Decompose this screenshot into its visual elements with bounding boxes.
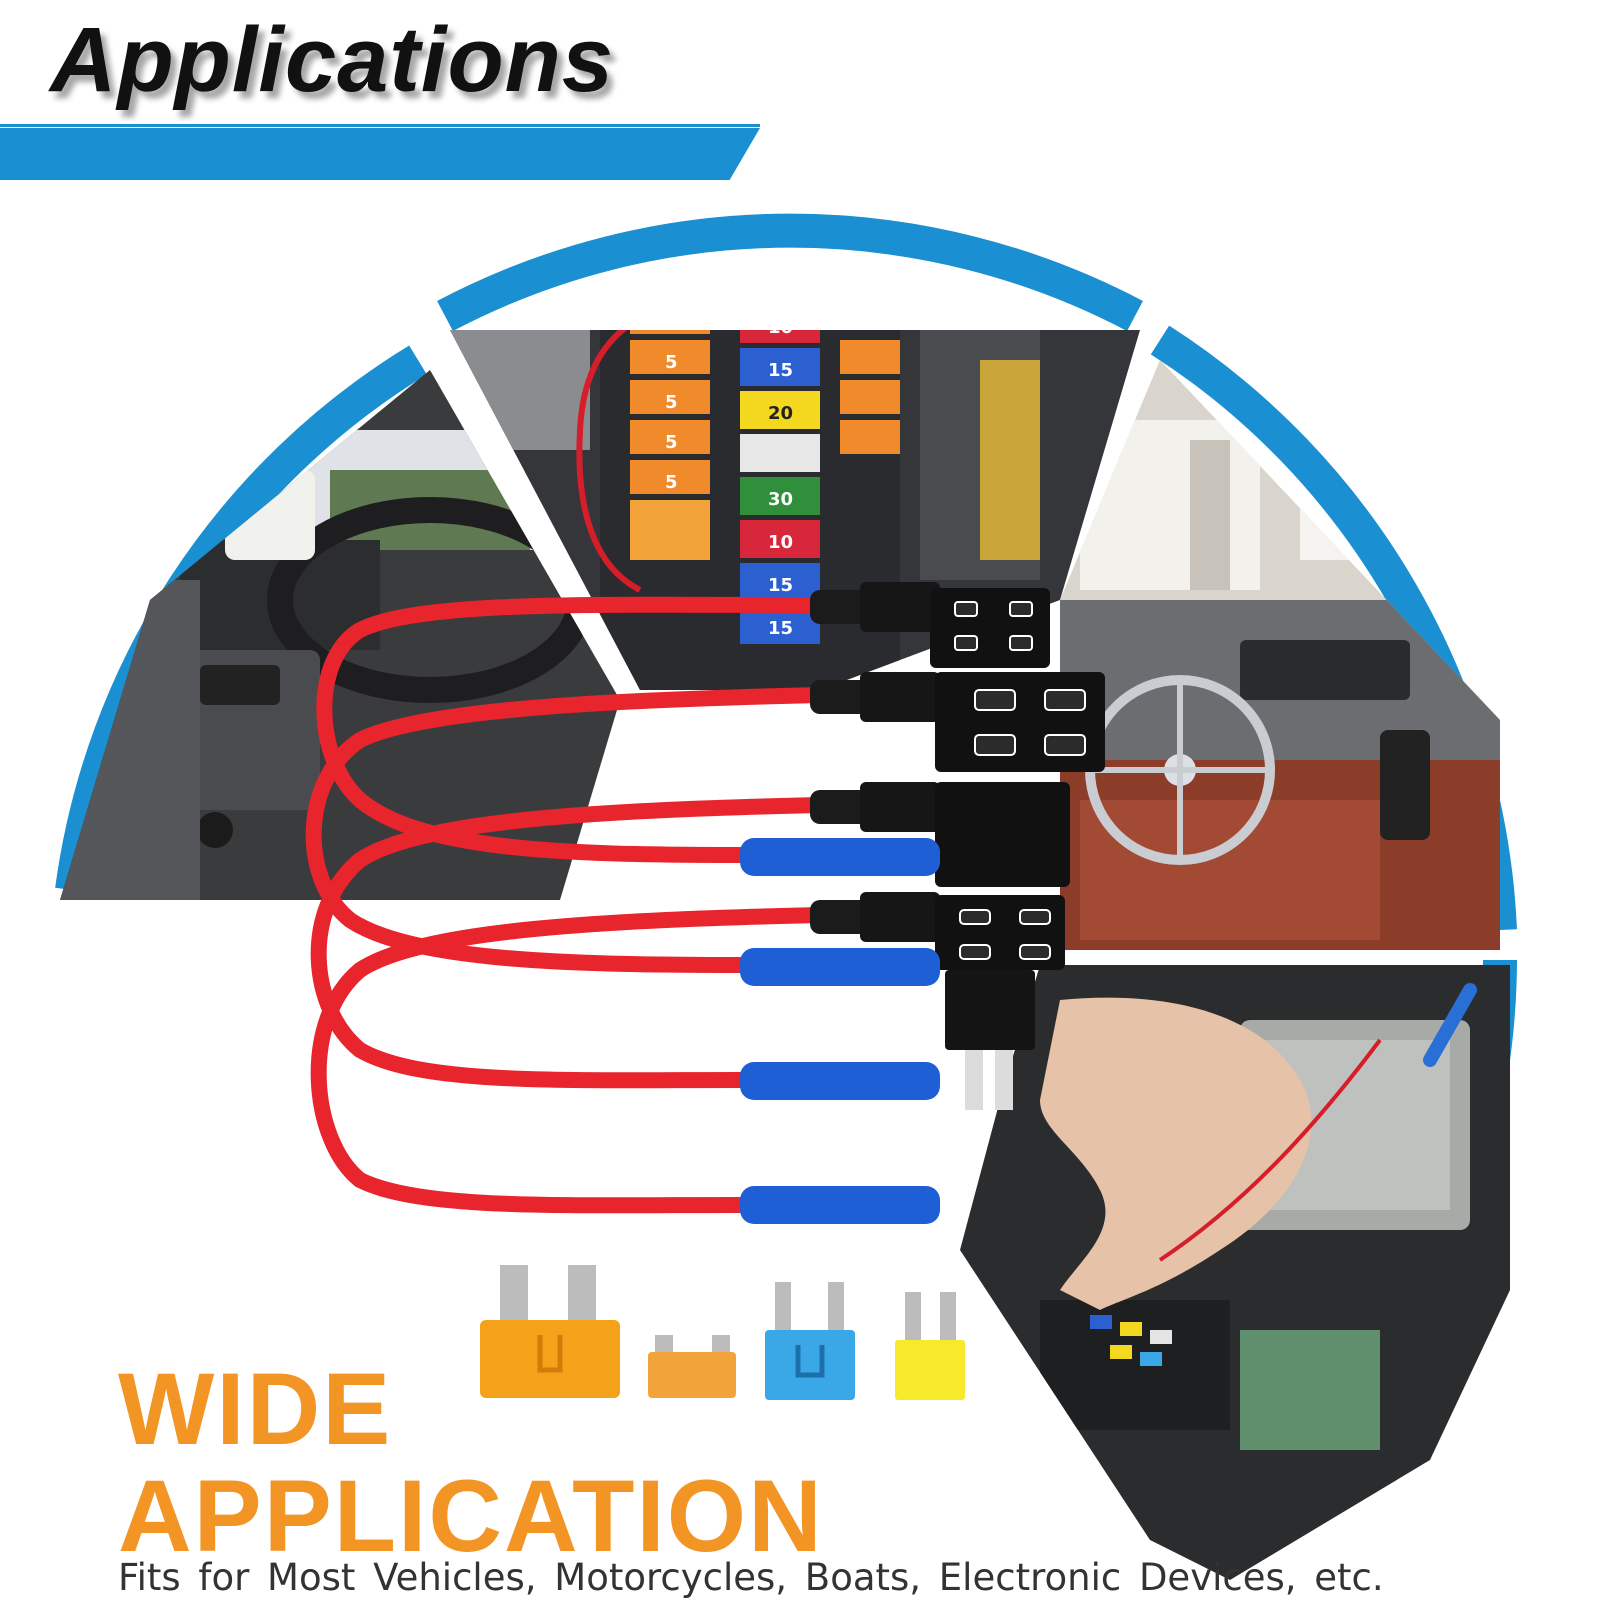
red-wire [310, 797, 828, 1089]
fuse-grid-middle [740, 330, 820, 644]
fuse-label: 5 [665, 312, 678, 333]
fuse-label: 15 [768, 360, 793, 381]
applications-caption: Fits for Most Vehicles, Motorcycles, Boa… [118, 1556, 1384, 1599]
fuse-label: 5 [665, 352, 678, 373]
blue-butt-terminals [740, 838, 940, 1224]
wide-application-line2: APPLICATION [118, 1459, 824, 1573]
fuse-label: 5 [665, 432, 678, 453]
fuse-label: 15 [768, 575, 793, 596]
butt-terminal [740, 1062, 940, 1100]
fuse-label: 15 [768, 618, 793, 639]
low-profile-fuse-icon [648, 1335, 736, 1398]
fuse-box-photo: 5 5 5 5 5 10 15 20 30 10 15 15 [450, 312, 1140, 690]
page-title: Applications [50, 9, 615, 111]
fuse-label: 10 [768, 532, 793, 553]
fuse-grid-right [840, 340, 900, 454]
butt-terminal [740, 838, 940, 876]
standard-fuse-icon [480, 1265, 620, 1398]
red-wire [310, 907, 828, 1214]
red-wire [316, 596, 828, 863]
mini-fuse-icon [765, 1282, 855, 1400]
fuse-label: 5 [665, 392, 678, 413]
header-accent-bar [0, 128, 760, 180]
fuse-label: 10 [768, 317, 793, 338]
wide-application-line1: WIDE [118, 1352, 393, 1466]
butt-terminal [740, 1186, 940, 1224]
butt-terminal [740, 948, 940, 986]
fuse-label: 30 [768, 489, 793, 510]
fuse-label: 20 [768, 403, 793, 424]
fuse-tap-wires [305, 596, 828, 1214]
fuse-type-icons [480, 1265, 965, 1400]
header-accent-line [0, 124, 760, 127]
fuse-label: 5 [665, 472, 678, 493]
ring-arc-top [437, 213, 1143, 332]
micro2-fuse-icon [895, 1292, 965, 1400]
engine-bay-photo [960, 965, 1510, 1580]
fuse-grid-left [630, 330, 710, 560]
red-wire [305, 687, 828, 973]
fuse-tap-holders [810, 582, 1105, 1110]
